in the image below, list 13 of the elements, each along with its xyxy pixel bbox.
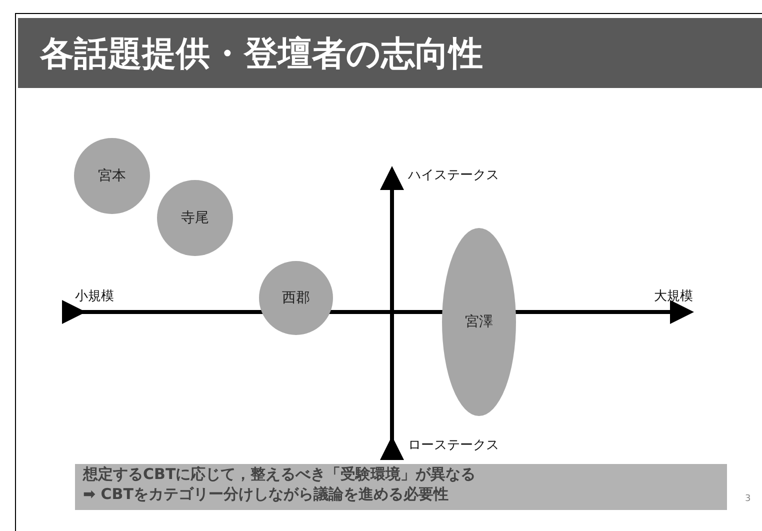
note-text: 想定するCBTに応じて，整えるべき「受験環境」が異なる (83, 464, 477, 484)
note-text: ➡ CBTをカテゴリー分けしながら議論を進める必要性 (83, 484, 450, 504)
axis-label: 大規模 (654, 288, 693, 305)
axis-label: ハイステークス (408, 167, 499, 184)
axis-label: 小規模 (75, 288, 114, 305)
note-banner (75, 464, 727, 510)
name-label: 寺尾 (181, 209, 209, 227)
axis-label: ローステークス (408, 437, 499, 454)
page-number: 3 (745, 494, 751, 504)
name-label: 宮本 (98, 167, 126, 185)
name-label: 宮澤 (465, 313, 493, 331)
slide-title: 各話題提供・登壇者の志向性 (40, 33, 483, 76)
name-label: 西郡 (282, 289, 310, 307)
